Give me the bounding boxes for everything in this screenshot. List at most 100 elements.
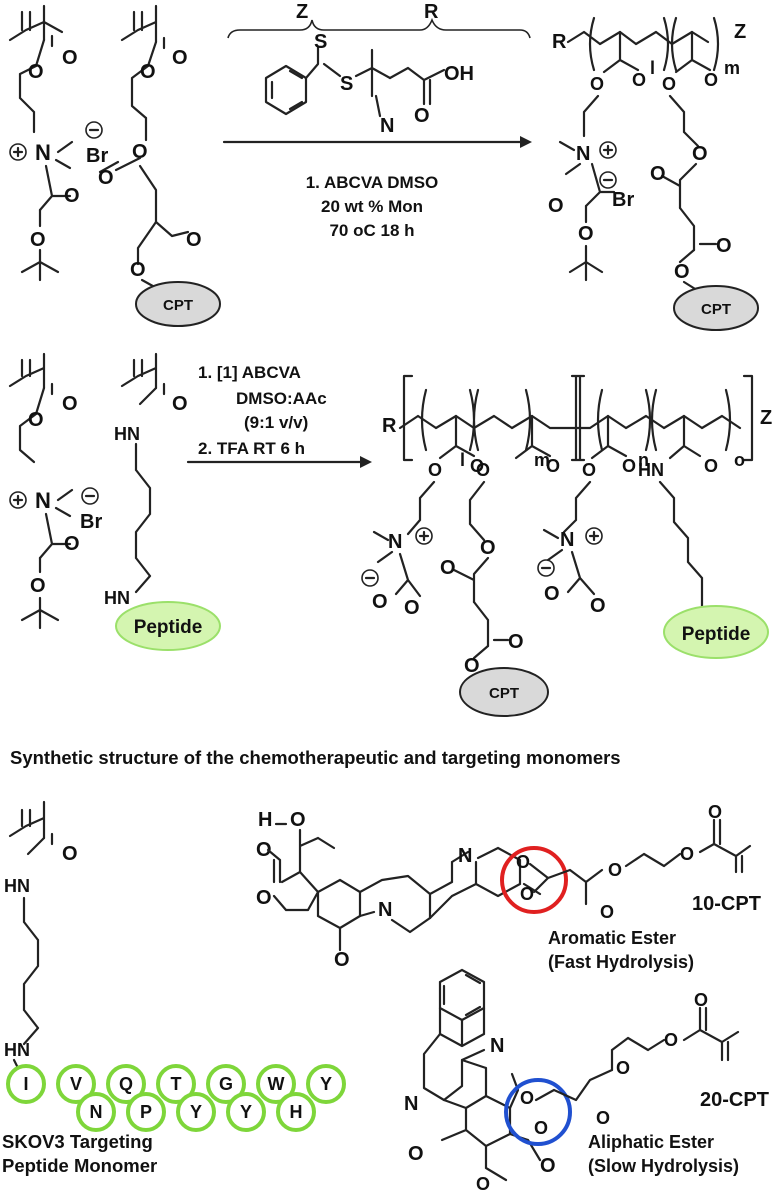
aliphatic-ester-highlight <box>504 1078 572 1146</box>
svg-text:Br: Br <box>612 189 634 211</box>
svg-text:n: n <box>638 450 649 470</box>
z-label: Z <box>296 1 308 23</box>
svg-text:O: O <box>578 223 594 245</box>
scheme2-condition-2: DMSO:AAc <box>236 389 327 408</box>
nitrogen: N <box>35 140 51 165</box>
scheme1-condition-2: 20 wt % Mon <box>321 197 423 216</box>
svg-text:N: N <box>490 1035 504 1057</box>
peptide-residue-circle <box>6 1064 46 1104</box>
peptide-residue-circle <box>256 1064 296 1104</box>
peptide-residue-letter: Y <box>190 1102 202 1122</box>
peptide-residue-letter: W <box>268 1074 285 1094</box>
svg-text:O: O <box>548 195 564 217</box>
svg-text:O: O <box>520 884 534 904</box>
svg-text:m: m <box>724 58 740 78</box>
peptide-residue-letter: Q <box>119 1074 133 1094</box>
svg-text:O: O <box>64 185 80 207</box>
svg-text:O: O <box>590 74 604 94</box>
aromatic-label-2: (Fast Hydrolysis) <box>548 952 694 972</box>
svg-text:l: l <box>460 450 465 470</box>
svg-text:O: O <box>600 902 614 922</box>
peptide-residue-letter: T <box>171 1074 182 1094</box>
peptide-residue-letter: N <box>90 1102 103 1122</box>
svg-text:O: O <box>470 456 484 476</box>
cpt10-structure: H O O O O N N O O O O O O 10-CPT Aromati… <box>256 802 761 972</box>
svg-text:O: O <box>440 557 456 579</box>
svg-text:O: O <box>692 143 708 165</box>
svg-text:O: O <box>130 259 146 281</box>
scheme1-condition-1: 1. ABCVA DMSO <box>306 173 439 192</box>
svg-text:N: N <box>380 115 394 137</box>
svg-text:O: O <box>414 105 430 127</box>
svg-text:O: O <box>464 655 480 677</box>
peptide-residue-letter: P <box>140 1102 152 1122</box>
scheme1-monomer-cpt: O O O O O O CPT <box>98 4 221 327</box>
svg-text:N: N <box>458 845 472 867</box>
skov3-label-2: Peptide Monomer <box>2 1155 157 1176</box>
aliphatic-label-2: (Slow Hydrolysis) <box>588 1156 739 1176</box>
svg-text:HN: HN <box>638 460 664 480</box>
svg-text:O: O <box>476 460 490 480</box>
svg-text:O: O <box>590 595 606 617</box>
peptide-residue-circle <box>126 1092 166 1132</box>
svg-text:O: O <box>132 141 148 163</box>
svg-text:O: O <box>408 1143 424 1165</box>
svg-text:H: H <box>258 809 272 831</box>
svg-text:Z: Z <box>760 407 772 429</box>
svg-text:O: O <box>428 460 442 480</box>
svg-text:O: O <box>596 1108 610 1128</box>
cpt-oval <box>135 281 221 327</box>
cpt10-label: 10-CPT <box>692 893 761 915</box>
carbonyl-o: O <box>62 47 78 69</box>
scheme1-condition-3: 70 oC 18 h <box>329 221 414 240</box>
svg-text:O: O <box>372 591 388 613</box>
svg-text:Z: Z <box>734 21 746 43</box>
cpt20-label: 20-CPT <box>700 1089 769 1111</box>
svg-text:O: O <box>256 887 272 909</box>
svg-text:O: O <box>544 583 560 605</box>
svg-text:O: O <box>616 1058 630 1078</box>
svg-text:O: O <box>62 843 78 865</box>
svg-text:O: O <box>680 844 694 864</box>
benzene-ring <box>264 64 308 116</box>
svg-text:HN: HN <box>104 588 130 608</box>
svg-text:O: O <box>186 229 202 251</box>
scheme2-monomer-sulfobetaine: O O N Br O O <box>8 352 102 630</box>
svg-text:S: S <box>340 73 353 95</box>
svg-text:S: S <box>314 31 327 53</box>
svg-text:R: R <box>552 31 567 53</box>
svg-text:O: O <box>650 163 666 185</box>
scheme1-product: R Z l m O O O O N Br O O O O O O CPT <box>548 16 759 331</box>
svg-text:N: N <box>576 143 590 165</box>
r-label: R <box>424 1 439 23</box>
svg-text:O: O <box>716 235 732 257</box>
aromatic-ester-highlight <box>500 846 568 914</box>
svg-text:O: O <box>404 597 420 619</box>
svg-text:O: O <box>534 1118 548 1138</box>
ester-o: O <box>28 61 44 83</box>
peptide-residue-letter: V <box>70 1074 82 1094</box>
svg-text:HN: HN <box>4 1040 30 1060</box>
minus-charge <box>85 121 103 139</box>
peptide-residue-circle <box>176 1092 216 1132</box>
aromatic-label-1: Aromatic Ester <box>548 928 676 948</box>
scheme2-arrow: 1. [1] ABCVA DMSO:AAc (9:1 v/v) 2. TFA R… <box>186 363 372 468</box>
svg-text:Peptide: Peptide <box>682 624 751 645</box>
svg-text:O: O <box>64 533 80 555</box>
peptide-residue-letter: Y <box>320 1074 332 1094</box>
svg-text:O: O <box>290 809 306 831</box>
svg-text:OH: OH <box>444 63 474 85</box>
cpt20-structure: N N O O O O O O O O O 20-CPT Aliphatic E… <box>404 968 769 1192</box>
svg-text:O: O <box>480 537 496 559</box>
svg-text:O: O <box>632 70 646 90</box>
svg-text:CPT: CPT <box>701 301 731 318</box>
svg-text:O: O <box>30 575 46 597</box>
peptide-residue-letter: Y <box>240 1102 252 1122</box>
peptide-residue-letter: I <box>23 1074 28 1094</box>
scheme2-product: R Z l m n o O O N O O O O O O O O CPT <box>361 374 772 717</box>
svg-text:CPT: CPT <box>489 685 519 702</box>
svg-text:O: O <box>476 1174 490 1192</box>
peptide-residue-circle <box>76 1092 116 1132</box>
